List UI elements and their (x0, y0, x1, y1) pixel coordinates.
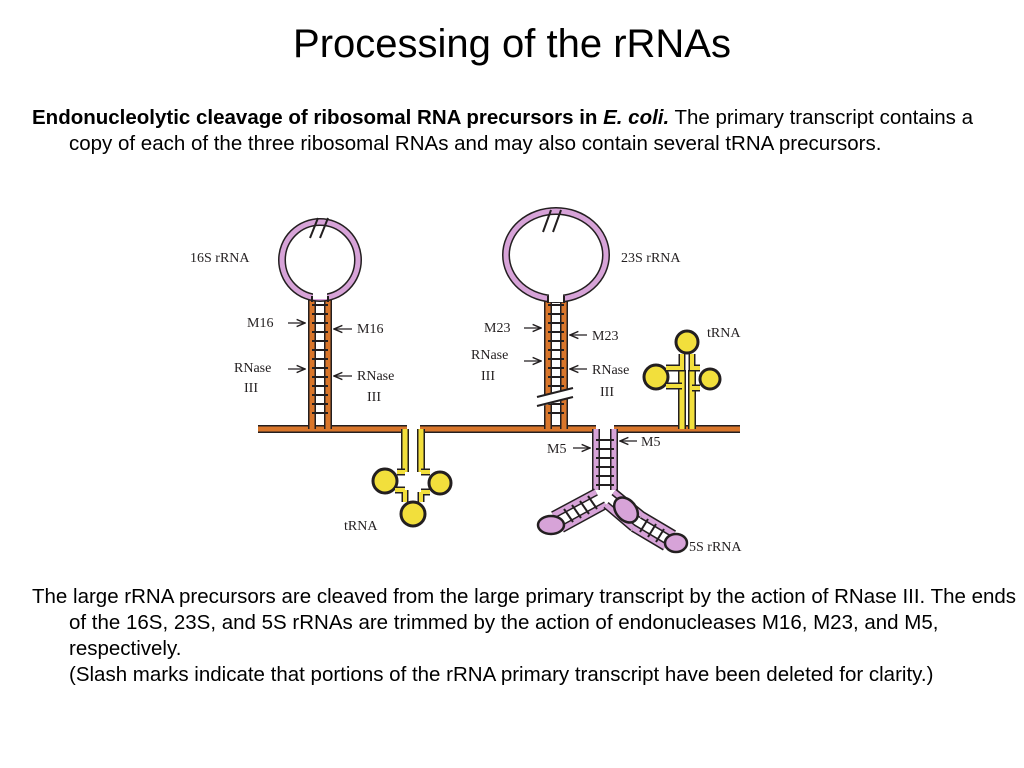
label-iii-16s-right: III (367, 390, 381, 405)
label-m23-left: M23 (484, 321, 510, 336)
label-23s-rrna: 23S rRNA (621, 251, 681, 266)
label-rnase-16s-left: RNase (234, 361, 271, 376)
rrna-16s-hairpin (278, 217, 362, 429)
explanation-main: The large rRNA precursors are cleaved fr… (32, 585, 1017, 660)
label-iii-23s-right: III (600, 385, 614, 400)
trna-right-cloverleaf (642, 329, 722, 429)
label-m5-left: M5 (547, 442, 566, 457)
label-rnase-23s-left: RNase (471, 348, 508, 363)
label-trna-bottom: tRNA (344, 519, 378, 534)
label-iii-16s-left: III (244, 381, 258, 396)
rrna-5s-structure (536, 429, 689, 554)
label-m23-right: M23 (592, 329, 618, 344)
caption-bold-lead: Endonucleolytic cleavage of ribosomal RN… (32, 106, 604, 129)
label-5s-rrna: 5S rRNA (689, 540, 742, 555)
cleavage-arrows (288, 323, 637, 448)
label-m16-left: M16 (247, 316, 273, 331)
label-rnase-16s-right: RNase (357, 369, 394, 384)
slide-title: Processing of the rRNAs (293, 22, 731, 66)
label-rnase-23s-right: RNase (592, 363, 629, 378)
label-iii-23s-left: III (481, 369, 495, 384)
figure-caption: Endonucleolytic cleavage of ribosomal RN… (32, 105, 1019, 157)
trna-bottom-cloverleaf (371, 429, 453, 528)
label-trna-right: tRNA (707, 326, 741, 341)
explanation-text: The large rRNA precursors are cleaved fr… (32, 584, 1019, 688)
label-m5-right: M5 (641, 435, 660, 450)
rrna-23s-hairpin (502, 207, 610, 429)
caption-species: E. coli. (603, 106, 670, 129)
label-m16-right: M16 (357, 322, 383, 337)
explanation-note: (Slash marks indicate that portions of t… (69, 663, 934, 686)
label-16s-rrna: 16S rRNA (190, 251, 250, 266)
caption-body: The primary transcript contains a copy o… (69, 106, 974, 155)
